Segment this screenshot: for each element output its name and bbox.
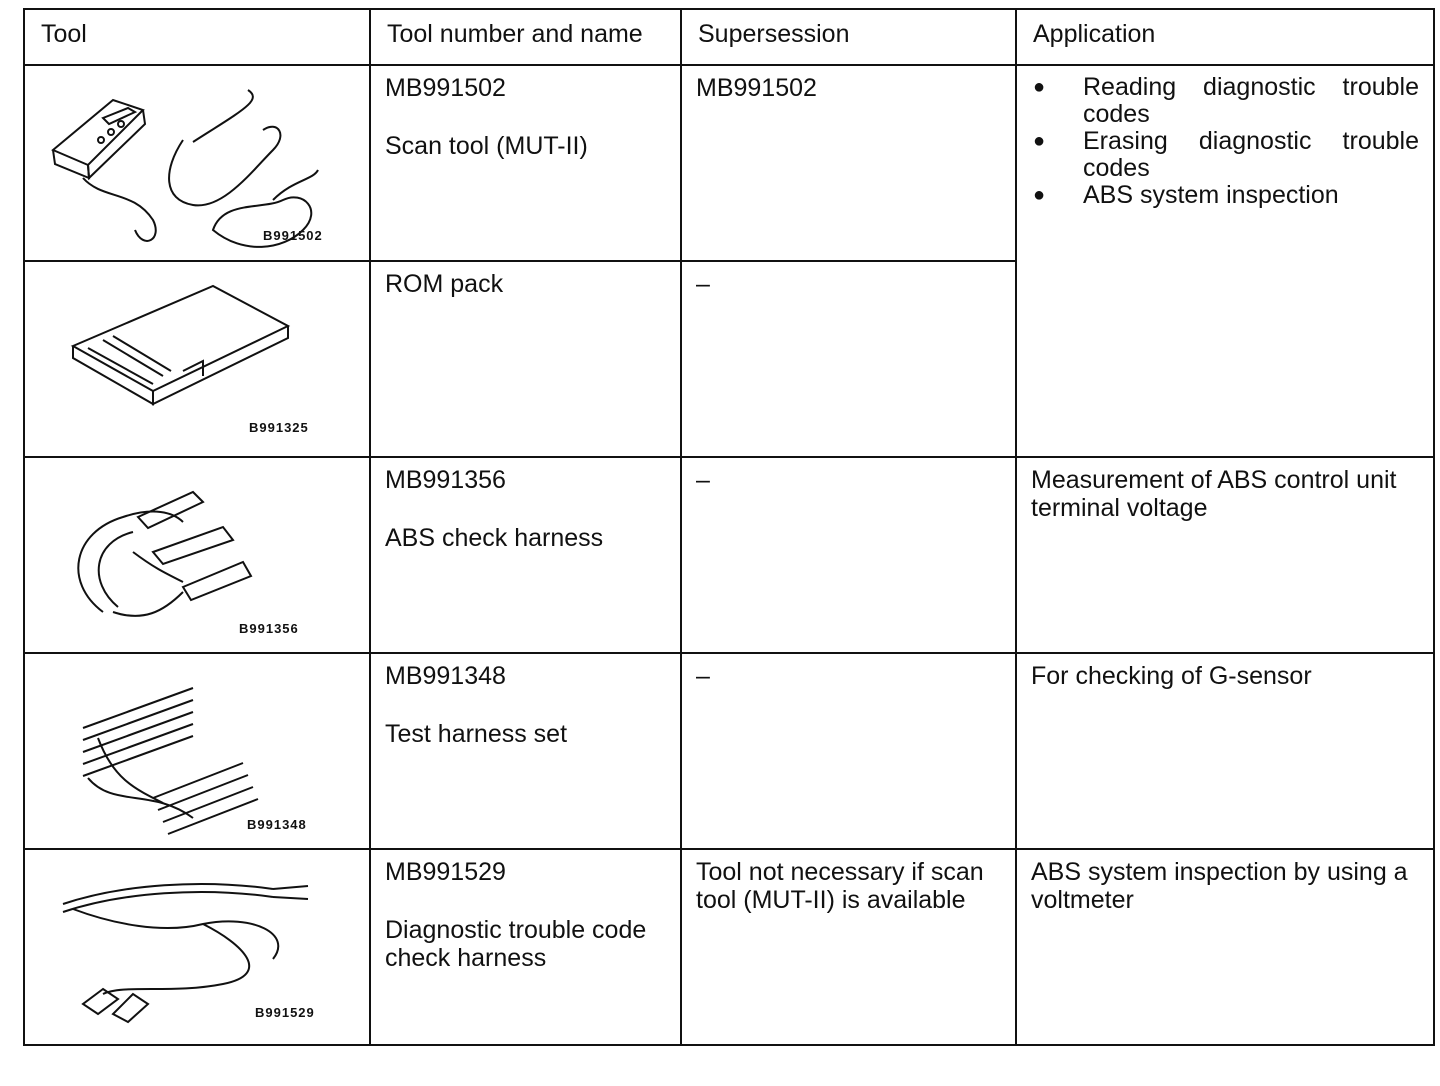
tool-image-cell: B991529 <box>23 848 371 1046</box>
tool-image-cell: B991502 <box>23 64 371 262</box>
tool-number-name-cell: MB991502 Scan tool (MUT-II) <box>369 64 682 262</box>
tool-number: MB991348 <box>385 662 506 690</box>
tool-number: MB991502 <box>385 74 506 102</box>
header-supersession: Supersession <box>680 8 1017 66</box>
tool-code-label: B991325 <box>249 420 309 435</box>
table-row: B991356 MB991356 ABS check harness – Mea… <box>23 456 1435 654</box>
supersession-cell: – <box>680 260 1017 458</box>
supersession-cell: – <box>680 652 1017 850</box>
tool-number: MB991529 <box>385 858 506 886</box>
application-cell: ABS system inspection by using a voltmet… <box>1015 848 1435 1046</box>
application-text: Measurement of ABS control unit terminal… <box>1031 466 1397 522</box>
tool-image-cell: B991325 <box>23 260 371 458</box>
supersession-text: – <box>696 466 710 494</box>
supersession-cell: MB991502 <box>680 64 1017 262</box>
table-row: B991348 MB991348 Test harness set – For … <box>23 652 1435 850</box>
test-harness-set-illustration <box>82 687 259 835</box>
application-list: Reading diagnostic trouble codes Erasing… <box>1031 74 1419 210</box>
supersession-text: – <box>696 270 710 298</box>
abs-check-harness-illustration <box>77 490 253 617</box>
tool-image-cell: B991356 <box>23 456 371 654</box>
application-text: ABS system inspection by using a voltmet… <box>1031 858 1408 914</box>
supersession-text: MB991502 <box>696 74 817 102</box>
table-row: B991529 MB991529 Diagnostic trouble code… <box>23 848 1435 1046</box>
header-tool-number-and-name: Tool number and name <box>369 8 682 66</box>
supersession-cell: Tool not necessary if scan tool (MUT-II)… <box>680 848 1017 1046</box>
supersession-text: Tool not necessary if scan tool (MUT-II)… <box>696 858 984 914</box>
scan-tool-illustration <box>51 89 319 248</box>
rom-pack-illustration <box>70 284 291 406</box>
application-item: Reading diagnostic trouble codes <box>1031 74 1419 128</box>
tool-name: Scan tool (MUT-II) <box>385 132 588 160</box>
tool-number: MB991356 <box>385 466 506 494</box>
tool-name: Test harness set <box>385 720 568 748</box>
header-tool: Tool <box>23 8 371 66</box>
application-text: For checking of G-sensor <box>1031 662 1312 690</box>
diagnostic-check-harness-illustration <box>62 883 309 1024</box>
application-item: ABS system inspection <box>1031 182 1419 210</box>
application-cell: Measurement of ABS control unit terminal… <box>1015 456 1435 654</box>
table-row: B991325 ROM pack – <box>23 260 1434 458</box>
tool-number-name-cell: MB991348 Test harness set <box>369 652 682 850</box>
special-tools-table: Tool Tool number and name Supersession A… <box>23 8 1435 1046</box>
tool-name: ROM pack <box>385 270 504 298</box>
tool-number-name-cell: MB991356 ABS check harness <box>369 456 682 654</box>
tool-number-name-cell: ROM pack <box>369 260 682 458</box>
header-application: Application <box>1015 8 1435 66</box>
tool-name: Diagnostic trouble code check harness <box>385 916 647 972</box>
tool-code-label: B991529 <box>255 1005 315 1020</box>
application-item: Erasing diagnostic trouble codes <box>1031 128 1419 182</box>
supersession-text: – <box>696 662 710 690</box>
tool-code-label: B991502 <box>263 228 323 243</box>
tool-number-name-cell: MB991529 Diagnostic trouble code check h… <box>369 848 682 1046</box>
tool-code-label: B991348 <box>247 817 307 832</box>
tool-code-label: B991356 <box>239 621 299 636</box>
application-cell: Reading diagnostic trouble codes Erasing… <box>1015 64 1435 458</box>
application-cell: For checking of G-sensor <box>1015 652 1435 850</box>
tool-image-cell: B991348 <box>23 652 371 850</box>
header-row: Tool Tool number and name Supersession A… <box>23 8 1435 66</box>
supersession-cell: – <box>680 456 1017 654</box>
tool-name: ABS check harness <box>385 524 604 552</box>
table-row: B991502 MB991502 Scan tool (MUT-II) MB99… <box>23 64 1435 458</box>
